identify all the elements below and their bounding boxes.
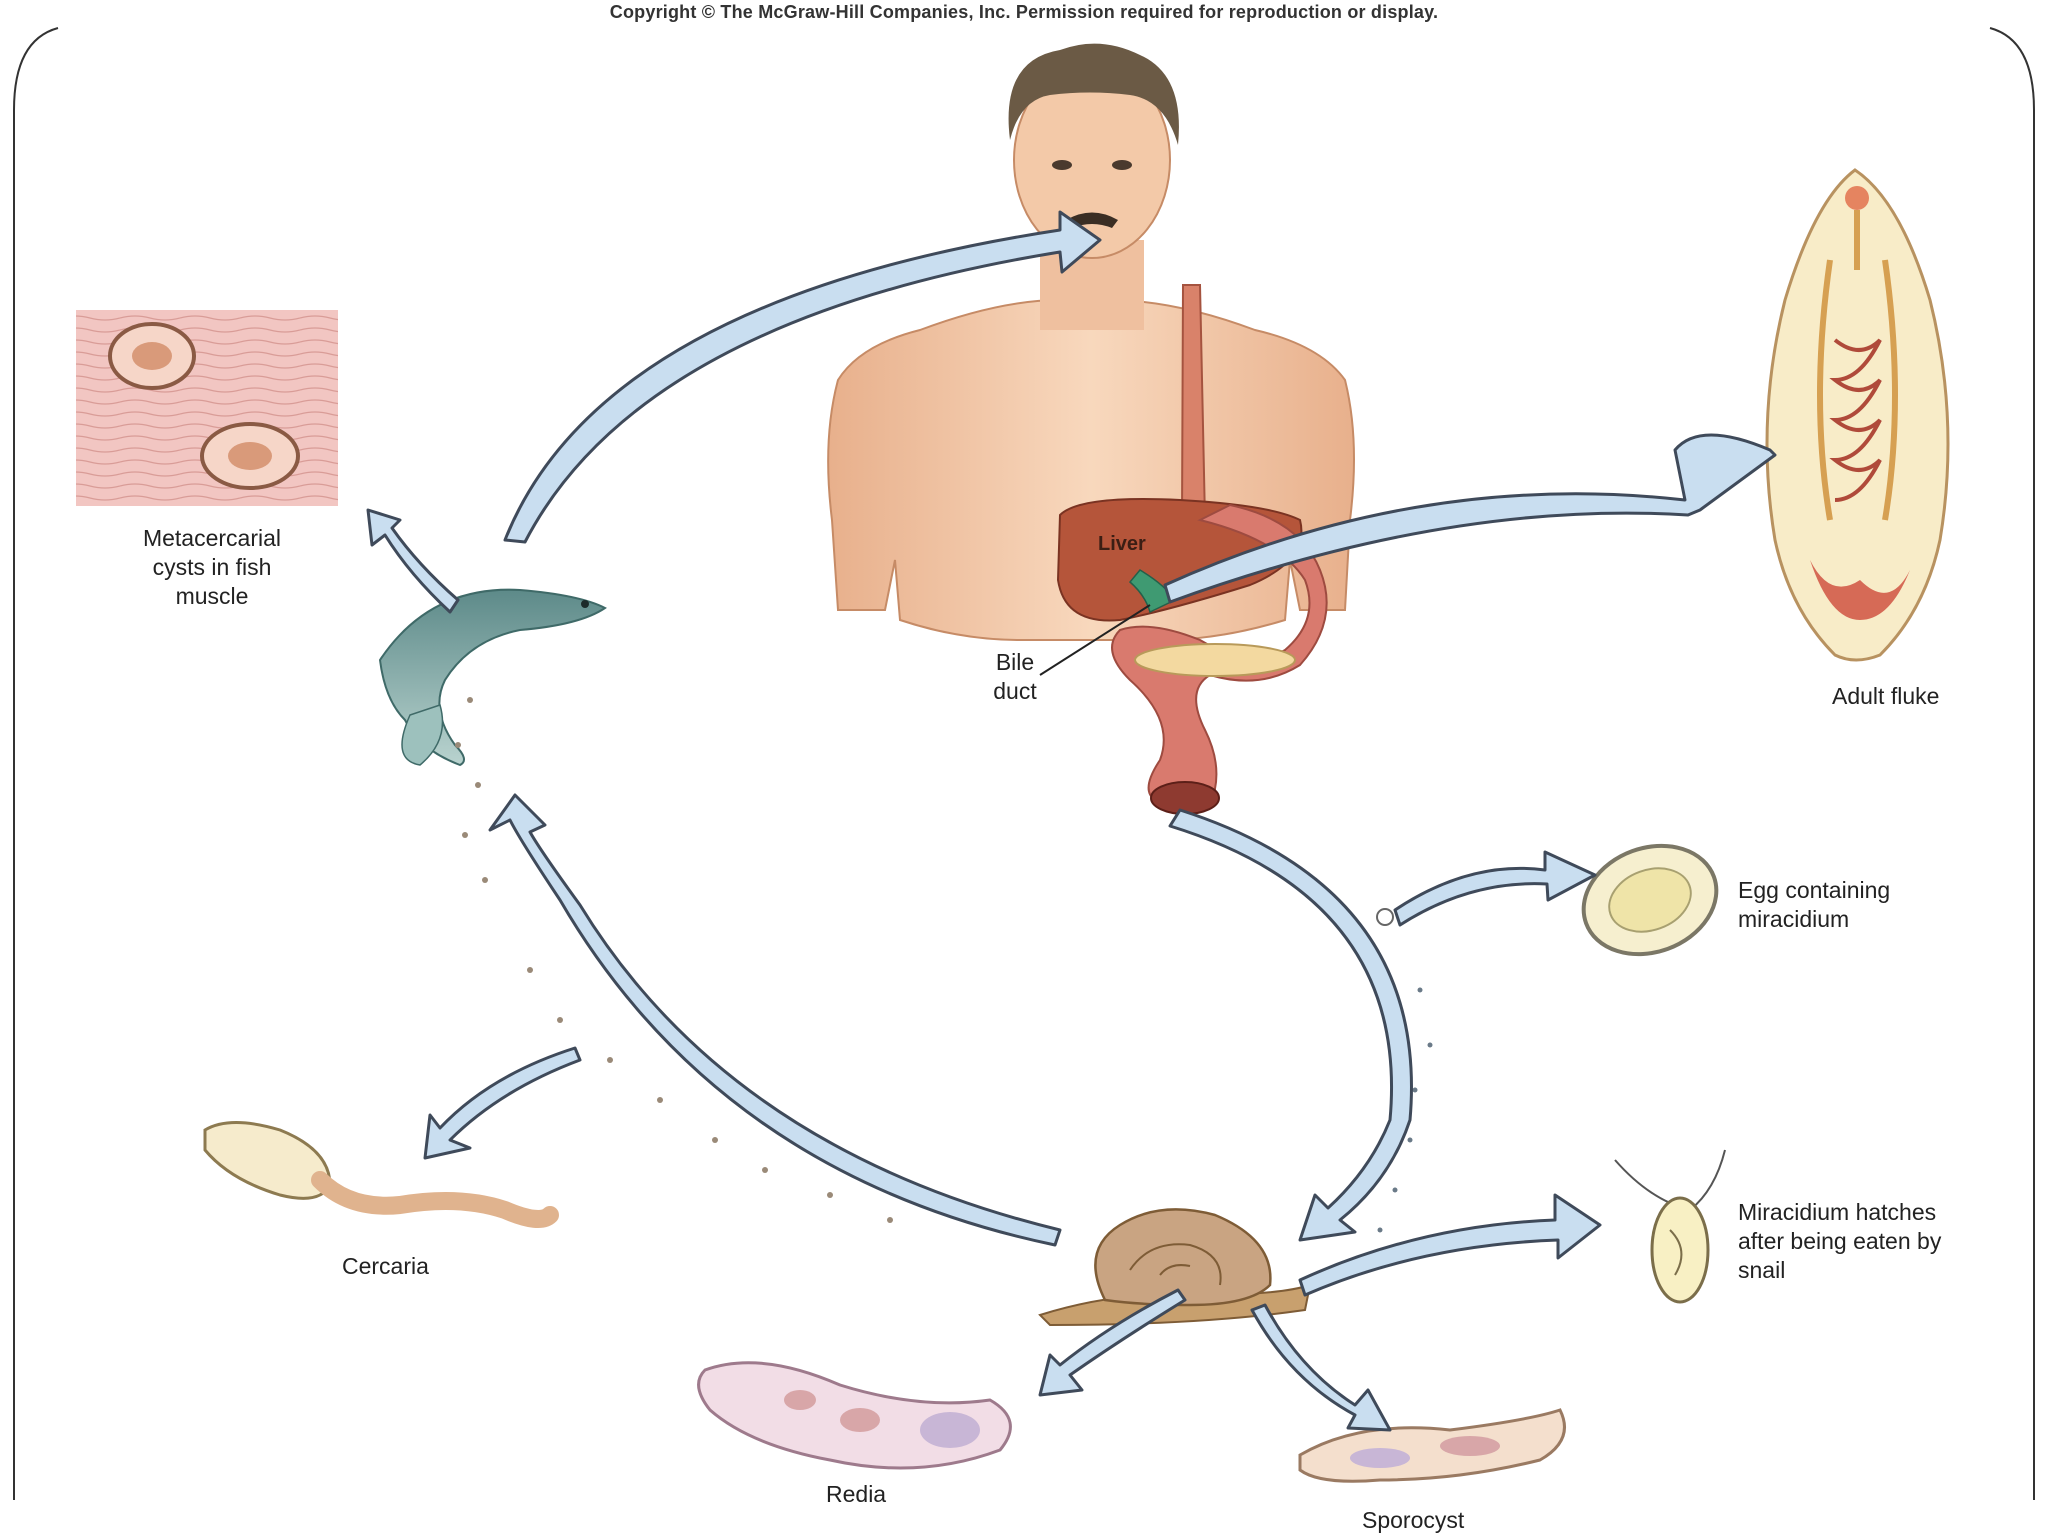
- adult-fluke-illustration: [1767, 170, 1948, 660]
- label-adult-fluke: Adult fluke: [1832, 682, 1939, 711]
- redia-illustration: [699, 1363, 1011, 1468]
- miracidium-illustration: [1615, 1150, 1725, 1302]
- fish-illustration: [380, 590, 605, 765]
- label-egg-containing-miracidium: Egg containing miracidium: [1738, 876, 1890, 934]
- intestine-opening: [1151, 782, 1219, 814]
- arrow-snail-to-fish: [490, 795, 1060, 1245]
- arrow-snail-to-sporocyst: [1252, 1305, 1390, 1430]
- label-bile-duct: Bile duct: [980, 648, 1050, 706]
- label-liver: Liver: [1098, 530, 1146, 559]
- label-miracidium-hatches: Miracidium hatches after being eaten by …: [1738, 1198, 1941, 1285]
- arrow-to-cercaria: [425, 1048, 580, 1158]
- label-metacercarial-cysts: Metacercarial cysts in fish muscle: [112, 524, 312, 611]
- arrow-intestine-to-snail: [1170, 810, 1411, 1240]
- cercaria-illustration: [205, 1123, 550, 1220]
- pancreas: [1135, 644, 1295, 676]
- label-sporocyst: Sporocyst: [1362, 1506, 1464, 1535]
- label-redia: Redia: [826, 1480, 886, 1509]
- label-cercaria: Cercaria: [342, 1252, 429, 1281]
- arrow-fish-to-cysts: [368, 510, 458, 612]
- fish-muscle-illustration: [76, 310, 338, 506]
- sporocyst-illustration: [1300, 1410, 1565, 1481]
- arrow-to-egg: [1395, 852, 1595, 925]
